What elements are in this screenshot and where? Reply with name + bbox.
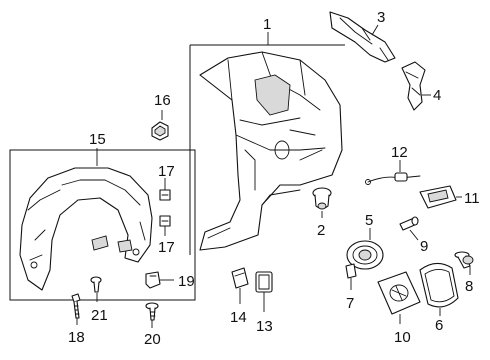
callout-16: 16 — [154, 92, 171, 109]
callout-15: 15 — [89, 131, 106, 148]
fastener-8 — [454, 251, 474, 269]
lid-base — [377, 271, 421, 315]
callout-2: 2 — [317, 222, 325, 239]
callout-8: 8 — [465, 278, 473, 295]
filler-housing — [346, 240, 384, 270]
screw-21 — [90, 276, 102, 293]
upper-extension — [329, 11, 396, 63]
callout-11: 11 — [464, 190, 480, 207]
leader-3 — [371, 24, 379, 36]
callout-13: 13 — [256, 318, 273, 335]
clip-upper — [159, 189, 171, 201]
callout-3: 3 — [377, 9, 385, 26]
callout-10: 10 — [394, 329, 411, 346]
leader-9 — [409, 229, 419, 241]
callout-12: 12 — [391, 144, 408, 161]
callout-5: 5 — [365, 212, 373, 229]
grommet — [312, 187, 332, 210]
lid-actuator — [419, 185, 457, 209]
push-clip — [145, 271, 161, 289]
bracket — [401, 61, 426, 111]
callout-14: 14 — [230, 309, 247, 326]
callout-17-lower: 17 — [158, 239, 175, 256]
callout-21: 21 — [91, 307, 108, 324]
pin-9 — [399, 216, 419, 231]
screw-20 — [145, 302, 159, 321]
callout-18: 18 — [68, 329, 85, 346]
callout-17-upper: 17 — [158, 163, 175, 180]
callout-4: 4 — [433, 87, 441, 104]
clip-nut — [151, 121, 169, 141]
seal-14 — [231, 267, 249, 289]
opener-cable — [365, 172, 421, 185]
clip-lower — [159, 215, 171, 227]
pad-13 — [255, 271, 273, 293]
clip-7 — [345, 263, 357, 279]
wheelhouse-group-frame — [9, 149, 196, 301]
callout-20: 20 — [144, 331, 161, 348]
callout-1: 1 — [263, 16, 271, 33]
quarter-panel — [199, 51, 343, 251]
fuel-lid — [419, 262, 459, 308]
wheelhouse-liner — [19, 167, 153, 291]
callout-19: 19 — [178, 273, 195, 290]
callout-9: 9 — [420, 238, 428, 255]
callout-7: 7 — [346, 295, 354, 312]
callout-6: 6 — [435, 317, 443, 334]
bolt-18 — [71, 293, 81, 319]
